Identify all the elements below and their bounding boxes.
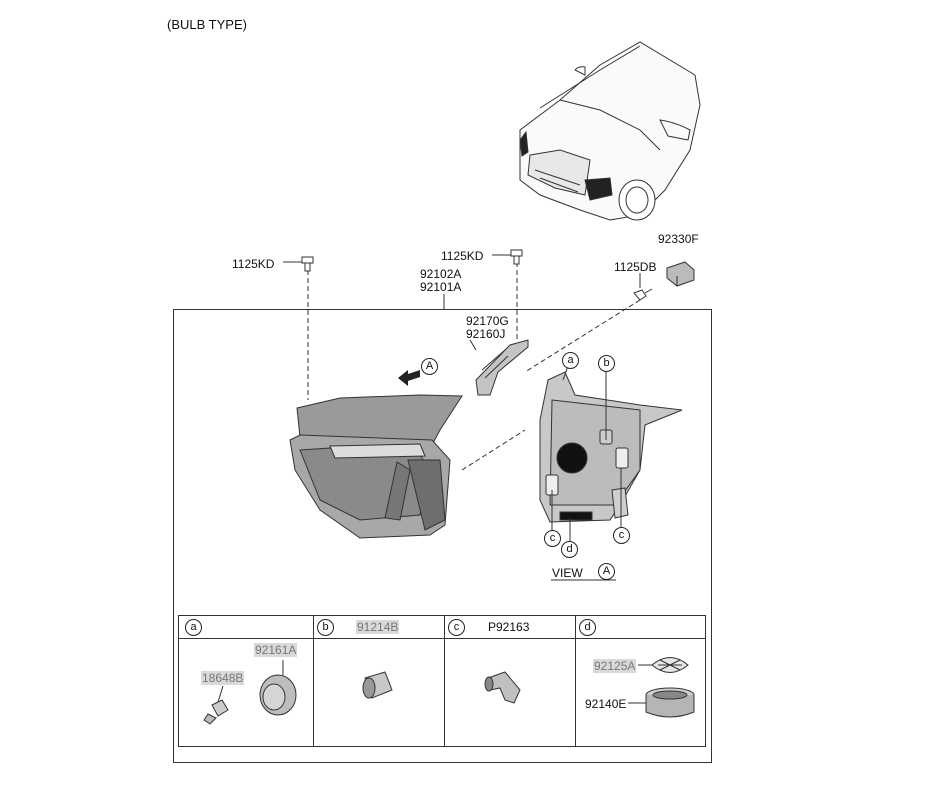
table-column-a-header: a (179, 616, 313, 639)
part-label-18648b: 18648B (201, 671, 245, 685)
assembly-frame (173, 309, 712, 763)
table-column-b-header: b 91214B (314, 616, 444, 639)
screw-mid-label: 1125KD (441, 249, 484, 263)
module-icon (666, 261, 695, 287)
column-d-letter: d (579, 619, 596, 636)
marker-c-right: c (613, 527, 630, 544)
column-c-title: P92163 (488, 620, 530, 634)
column-c-letter: c (448, 619, 465, 636)
headlamp-part-a-label: 92102A (420, 267, 462, 281)
table-column-b: b 91214B (313, 616, 444, 746)
parts-table: a 92161A 18648B b 91214B c P92163 d 9212… (178, 615, 706, 747)
diagram-title: (BULB TYPE) (167, 17, 247, 32)
module-label: 92330F (658, 232, 699, 246)
headlamp-unit (289, 394, 463, 539)
screw-left-icon (301, 256, 314, 272)
table-column-c: c P92163 (444, 616, 575, 746)
column-b-letter: b (317, 619, 334, 636)
dust-cap-icon (628, 687, 695, 718)
bulb-icon (203, 685, 229, 725)
bolt-right-icon (633, 288, 653, 301)
part-label-92125a: 92125A (593, 659, 637, 673)
bracket-part-b-label: 92160J (466, 327, 506, 341)
column-b-title: 91214B (356, 620, 400, 634)
bulb-socket-elbow-icon (484, 671, 521, 704)
headlamp-part-b-label: 92101A (420, 280, 462, 294)
bulb-cap-icon (259, 660, 297, 716)
view-arrow-letter: A (421, 358, 438, 375)
table-column-d-header: d (576, 616, 705, 639)
view-arrow-icon (398, 370, 420, 386)
marker-a: a (562, 352, 579, 369)
bolt-right-label: 1125DB (614, 260, 657, 274)
part-label-92140e: 92140E (585, 697, 627, 711)
view-caption-word: VIEW (552, 566, 583, 580)
part-label-92161a: 92161A (254, 643, 298, 657)
marker-b: b (598, 355, 615, 372)
table-column-d: d 92125A 92140E (575, 616, 705, 746)
screw-mid-icon (510, 249, 523, 265)
bracket-part-a-label: 92170G (466, 314, 509, 328)
view-a-housing (539, 371, 683, 523)
bracket-part (475, 339, 529, 396)
table-column-a: a 92161A 18648B (179, 616, 313, 746)
socket-icon (362, 671, 393, 699)
marker-d: d (561, 541, 578, 558)
gasket-icon (638, 657, 689, 673)
screw-left-label: 1125KD (232, 257, 275, 271)
marker-c-left: c (544, 530, 561, 547)
view-caption-letter: A (598, 563, 615, 580)
column-a-letter: a (185, 619, 202, 636)
table-column-c-header: c P92163 (445, 616, 575, 639)
